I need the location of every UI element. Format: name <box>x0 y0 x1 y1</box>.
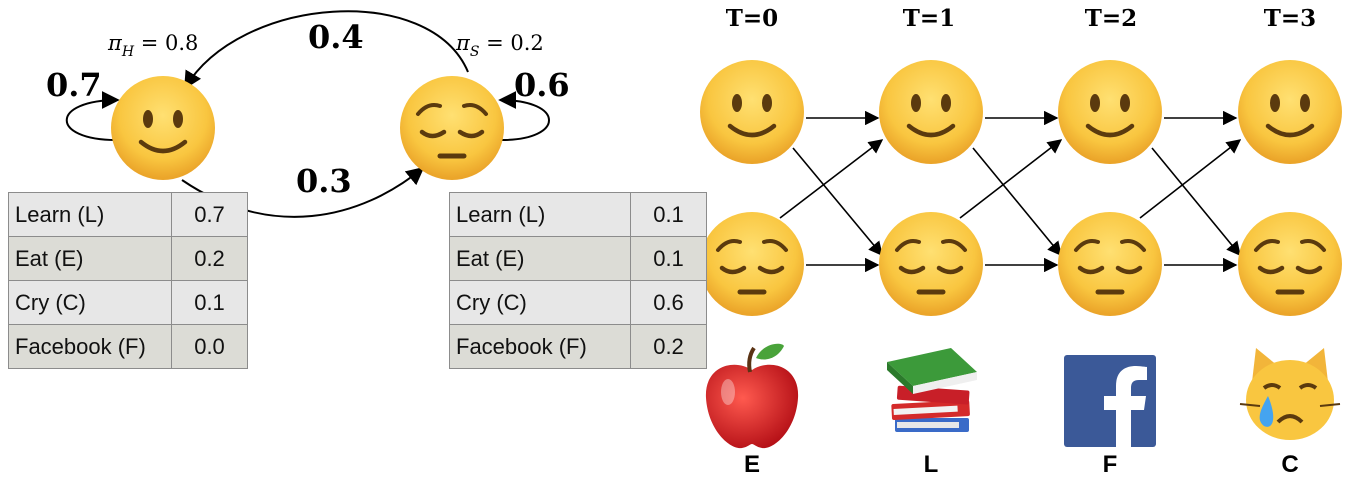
pi-sad-value: = 0.2 <box>479 31 543 55</box>
facebook-icon <box>1064 355 1156 447</box>
emission-label: Cry (C) <box>449 280 631 325</box>
time-label-3: T=3 <box>1264 5 1316 32</box>
time-label-0: T=0 <box>726 5 778 32</box>
observation-letter-0: E <box>744 451 760 478</box>
crying-cat-icon <box>1239 348 1341 440</box>
pi-sad-sub: S <box>470 44 480 60</box>
emission-value: 0.6 <box>630 280 707 325</box>
sad-face-icon <box>400 76 504 180</box>
edge-t2s-t3h <box>1139 139 1242 219</box>
table-row: Learn (L)0.1 <box>449 192 707 237</box>
edge-t0s-t1h <box>779 139 884 219</box>
emission-label: Eat (E) <box>8 236 172 281</box>
emission-value: 0.0 <box>171 324 248 369</box>
emission-label: Eat (E) <box>449 236 631 281</box>
edge-sad-self-loop <box>498 91 550 141</box>
pi-happy-value: = 0.8 <box>134 31 198 55</box>
happy-face-icon <box>879 60 983 164</box>
apple-icon <box>705 343 799 449</box>
emission-value: 0.7 <box>171 192 248 237</box>
pi-sad-symbol: π <box>455 31 471 55</box>
emission-value: 0.1 <box>630 236 707 281</box>
emission-value: 0.1 <box>630 192 707 237</box>
trellis-edges <box>779 110 1242 273</box>
observation-letter-3: C <box>1281 451 1298 478</box>
edge-sad-to-happy <box>184 10 469 90</box>
emission-value: 0.2 <box>171 236 248 281</box>
happy-face-icon <box>1058 60 1162 164</box>
prob-sad-sad: 0.6 <box>514 66 570 104</box>
table-row: Learn (L)0.7 <box>8 192 248 237</box>
time-label-1: T=1 <box>903 5 955 32</box>
observation-letter-2: F <box>1103 451 1118 478</box>
emission-label: Learn (L) <box>8 192 172 237</box>
observation-letter-1: L <box>924 451 939 478</box>
pi-happy-sub: H <box>121 44 135 60</box>
prob-happy-happy: 0.7 <box>46 66 102 104</box>
happy-face-icon <box>111 76 215 180</box>
table-row: Cry (C)0.6 <box>449 280 707 325</box>
sad-face-icon <box>879 212 983 316</box>
emission-value: 0.2 <box>630 324 707 369</box>
sad-face-icon <box>1238 212 1342 316</box>
table-row: Facebook (F)0.0 <box>8 324 248 369</box>
time-label-2: T=2 <box>1085 5 1137 32</box>
edge-t1h-t2s <box>972 147 1062 257</box>
sad-face-icon <box>1058 212 1162 316</box>
happy-face-icon <box>700 60 804 164</box>
books-icon <box>887 348 977 432</box>
table-row: Eat (E)0.2 <box>8 236 248 281</box>
state-diagram: 0.7 0.4 0.3 0.6 πH = 0.8 πS = 0.2 <box>46 10 570 218</box>
pi-happy: πH = 0.8 <box>107 31 198 60</box>
emission-label: Facebook (F) <box>8 324 172 369</box>
happy-face-icon <box>1238 60 1342 164</box>
emission-label: Learn (L) <box>449 192 631 237</box>
trellis: T=0 T=1 T=2 T=3 <box>700 5 1342 478</box>
table-row: Eat (E)0.1 <box>449 236 707 281</box>
pi-sad: πS = 0.2 <box>455 31 544 60</box>
table-row: Cry (C)0.1 <box>8 280 248 325</box>
emission-value: 0.1 <box>171 280 248 325</box>
table-row: Facebook (F)0.2 <box>449 324 707 369</box>
emission-label: Cry (C) <box>8 280 172 325</box>
edge-happy-self-loop <box>65 91 120 141</box>
pi-happy-symbol: π <box>107 31 123 55</box>
edge-t0h-t1s <box>792 147 883 257</box>
prob-sad-happy: 0.4 <box>308 18 364 56</box>
edge-t2h-t3s <box>1151 147 1241 257</box>
edge-t1s-t2h <box>959 139 1063 219</box>
emission-label: Facebook (F) <box>449 324 631 369</box>
sad-face-icon <box>700 212 804 316</box>
prob-happy-sad: 0.3 <box>296 162 352 200</box>
